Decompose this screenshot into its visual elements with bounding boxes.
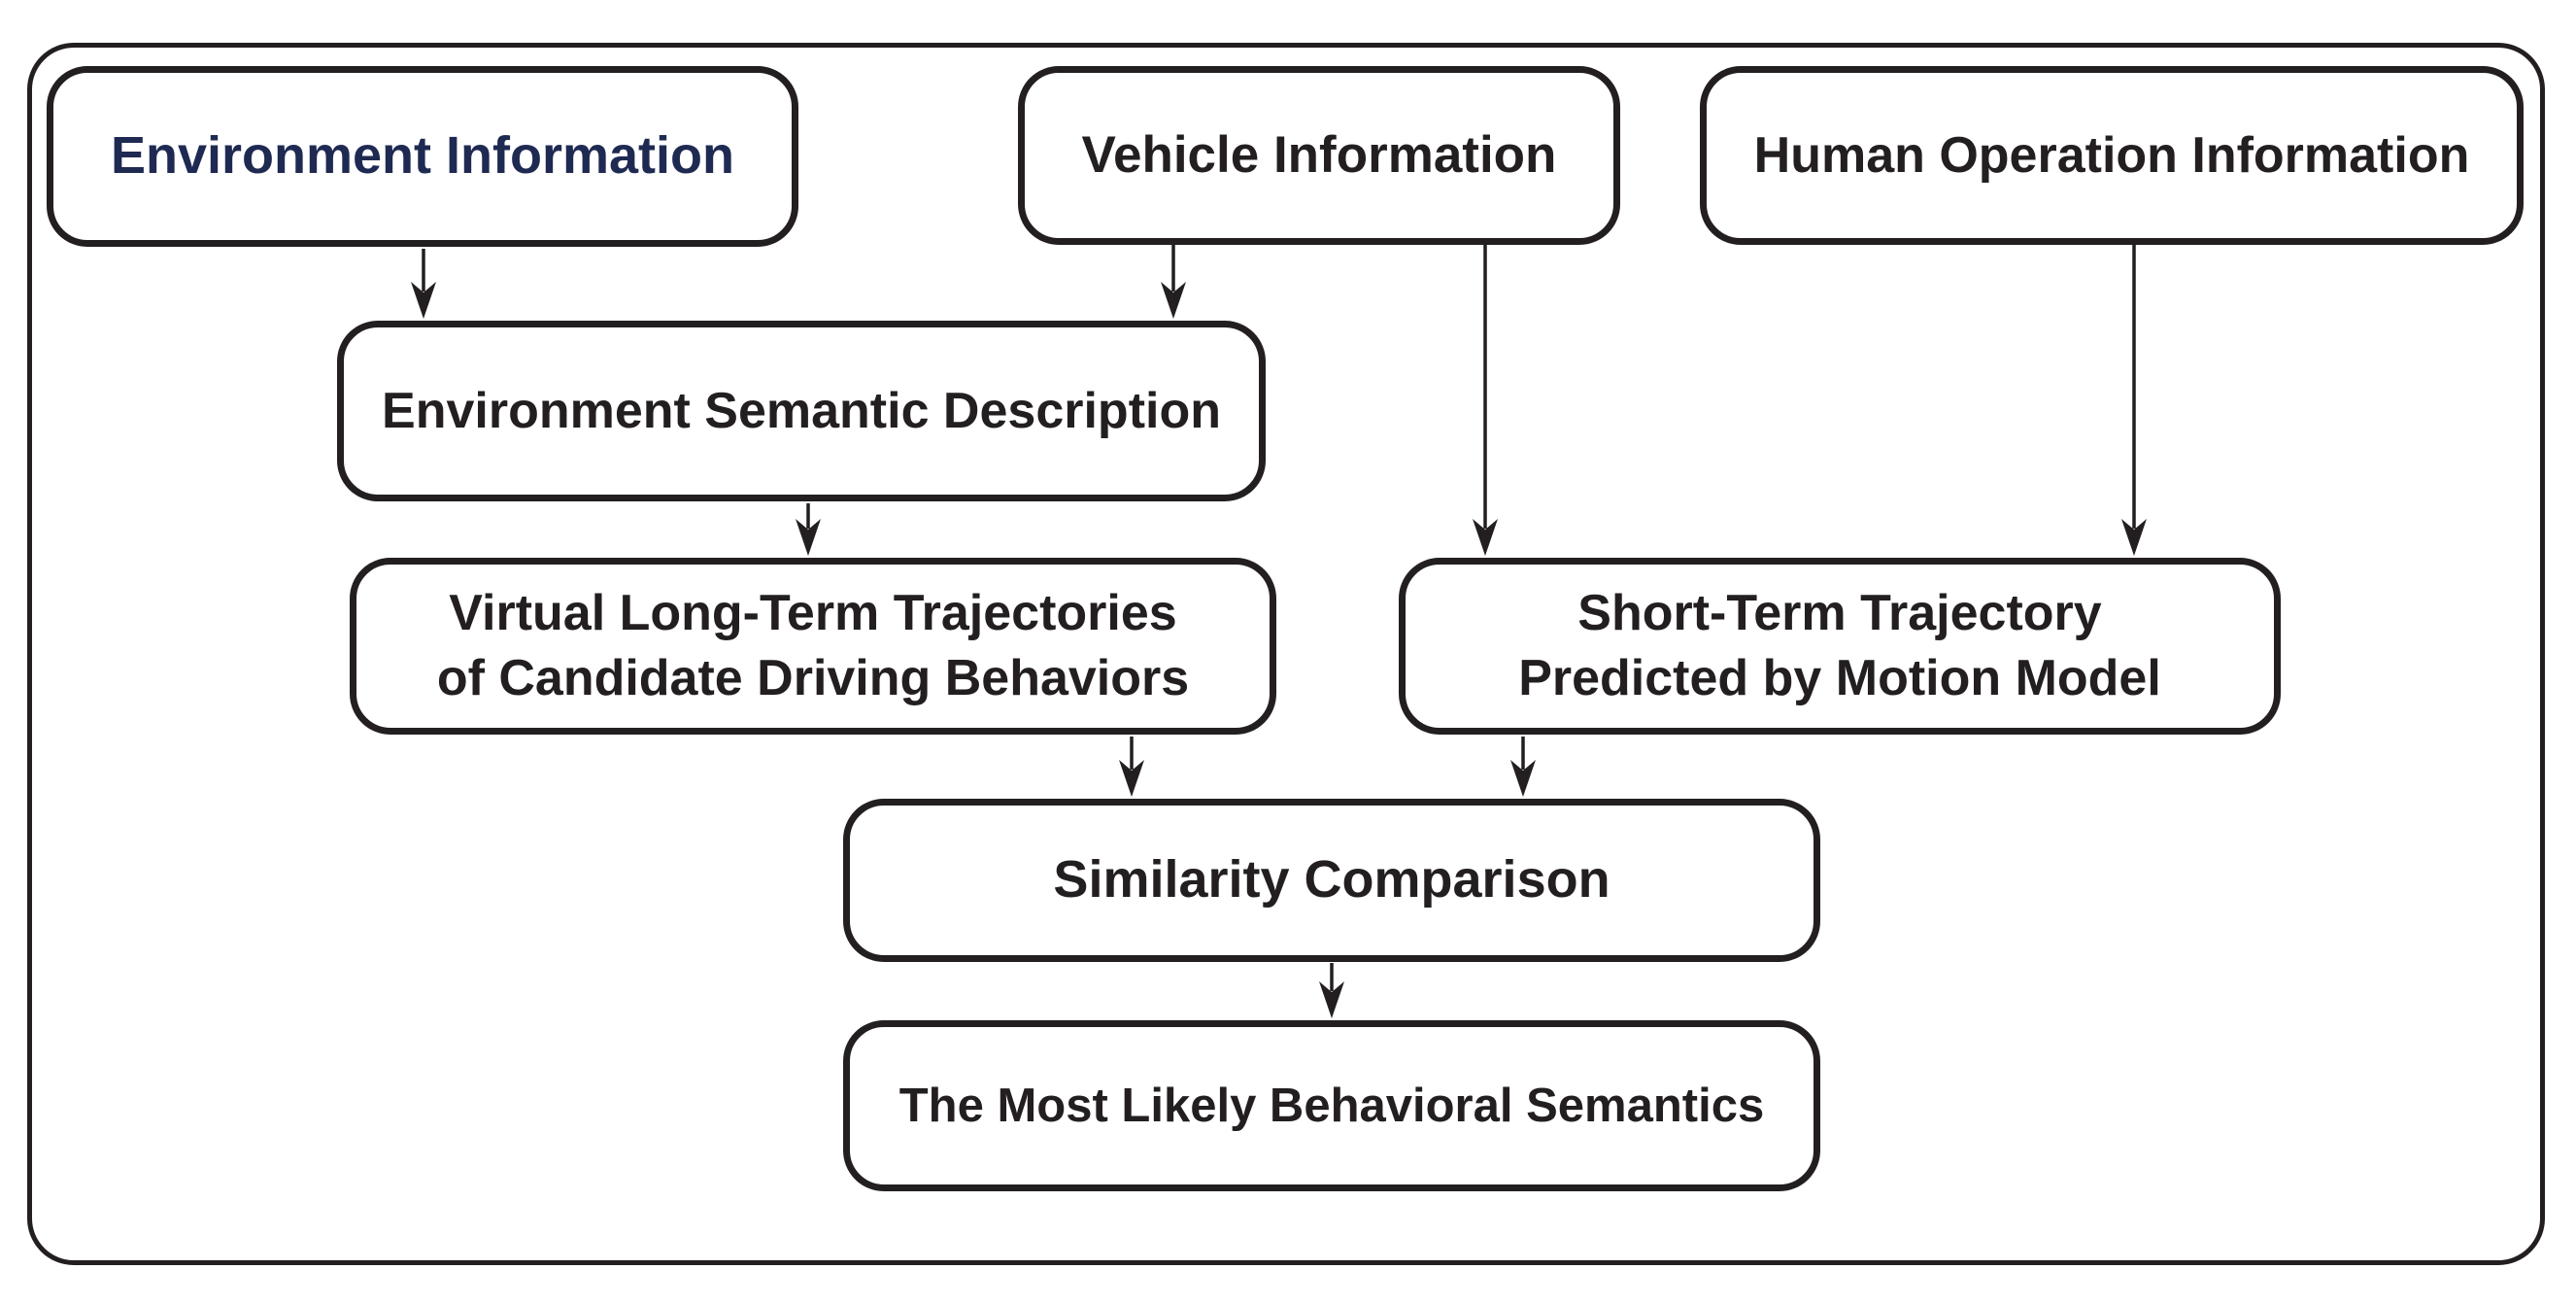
node-most-likely-behavioral-semantics-label: The Most Likely Behavioral Semantics — [898, 1079, 1765, 1132]
node-environment-semantic-description-label: Environment Semantic Description — [382, 382, 1221, 439]
node-human-operation-information-label: Human Operation Information — [1753, 126, 2470, 184]
node-vehicle-information-label: Vehicle Information — [1081, 126, 1557, 185]
node-similarity-comparison-label: Similarity Comparison — [1053, 850, 1610, 909]
node-environment-information: Environment Information — [47, 66, 798, 247]
node-virtual-long-term-trajectories: Virtual Long-Term Trajectories of Candid… — [350, 558, 1276, 735]
node-virtual-long-term-trajectories-label: Virtual Long-Term Trajectories of Candid… — [436, 585, 1190, 706]
node-environment-information-label: Environment Information — [110, 126, 734, 186]
node-human-operation-information: Human Operation Information — [1700, 66, 2524, 245]
node-most-likely-behavioral-semantics: The Most Likely Behavioral Semantics — [843, 1020, 1820, 1191]
node-similarity-comparison: Similarity Comparison — [843, 799, 1820, 962]
node-short-term-trajectory-label: Short-Term Trajectory Predicted by Motio… — [1518, 585, 2161, 706]
outer-frame — [27, 43, 2545, 1265]
node-short-term-trajectory: Short-Term Trajectory Predicted by Motio… — [1399, 558, 2281, 735]
node-vehicle-information: Vehicle Information — [1018, 66, 1620, 245]
node-environment-semantic-description: Environment Semantic Description — [337, 321, 1266, 501]
